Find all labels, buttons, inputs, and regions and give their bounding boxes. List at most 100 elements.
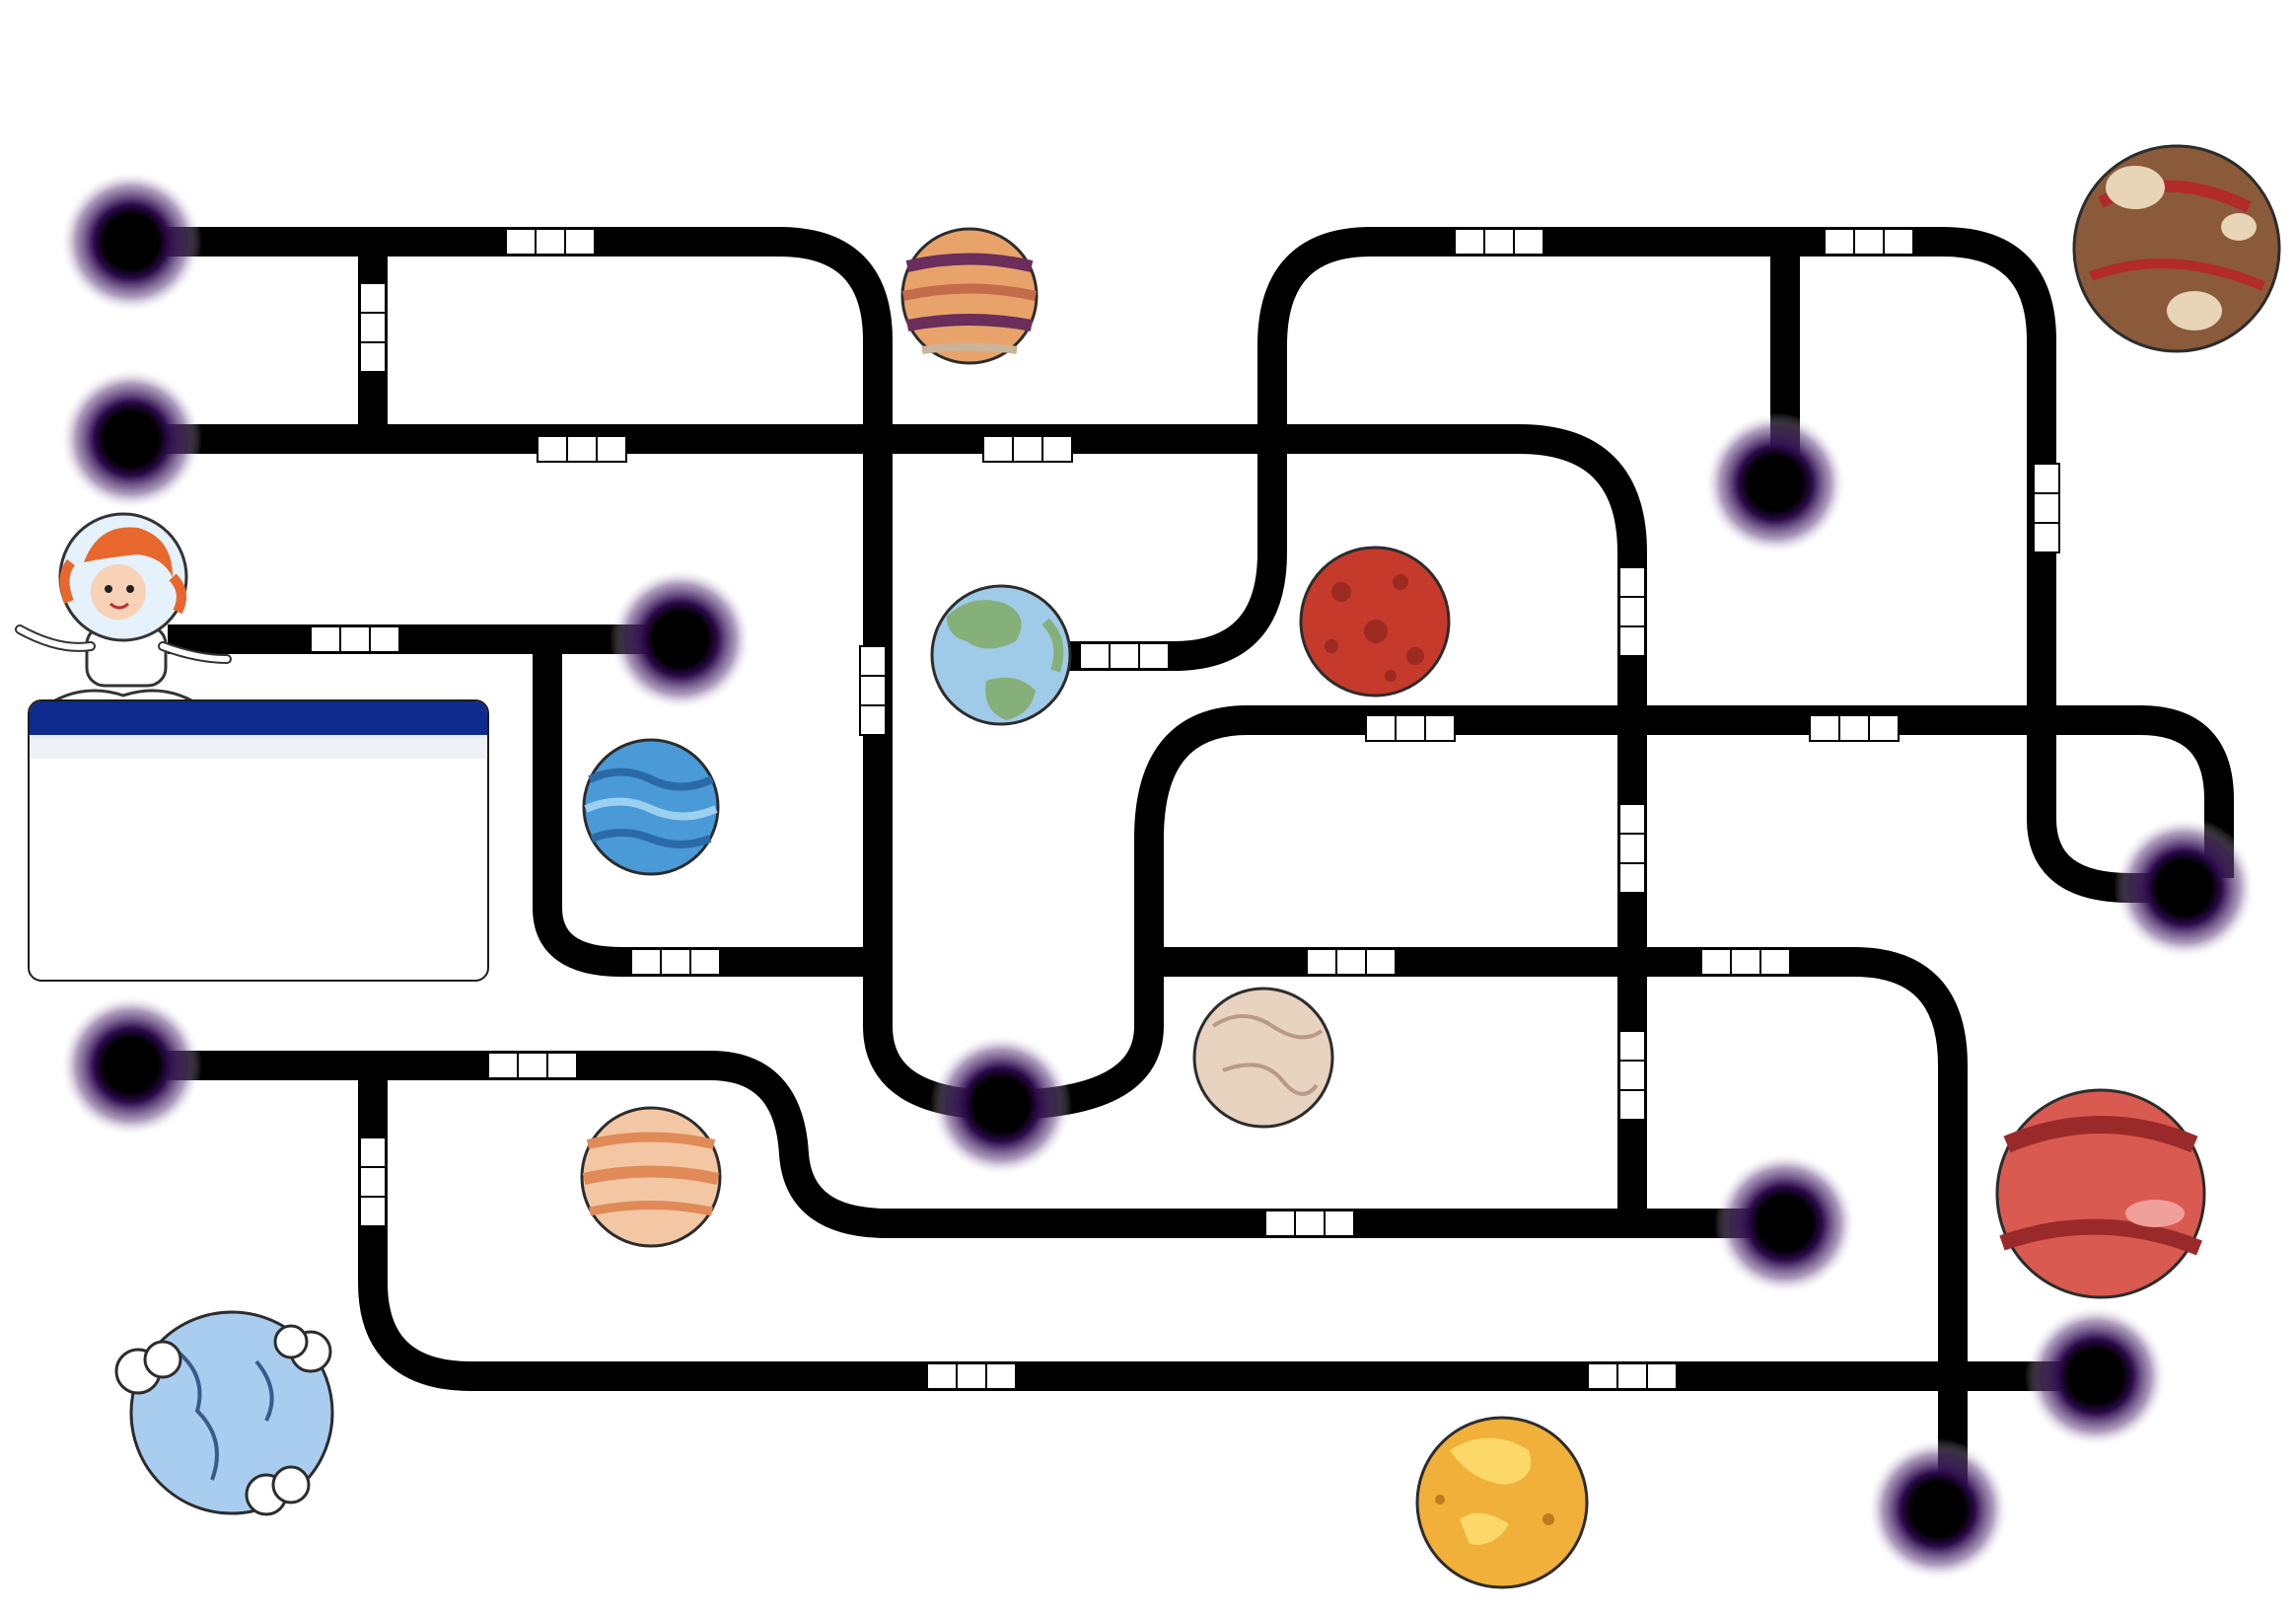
slot-cell[interactable] xyxy=(1868,714,1900,742)
slot-group[interactable] xyxy=(859,645,887,736)
slot-cell[interactable] xyxy=(1335,948,1367,976)
slot-cell[interactable] xyxy=(1730,948,1761,976)
slot-cell[interactable] xyxy=(596,435,627,463)
slot-cell[interactable] xyxy=(1264,1210,1296,1237)
slot-cell[interactable] xyxy=(1618,803,1646,835)
slot-group[interactable] xyxy=(359,282,387,373)
slot-cell[interactable] xyxy=(1365,948,1397,976)
black-holes xyxy=(60,171,2256,1580)
slot-group[interactable] xyxy=(1824,228,1914,256)
slot-cell[interactable] xyxy=(859,675,887,706)
slot-cell[interactable] xyxy=(1838,714,1870,742)
slot-group[interactable] xyxy=(1700,948,1791,976)
slot-cell[interactable] xyxy=(359,1196,387,1227)
slot-group[interactable] xyxy=(359,1137,387,1227)
slot-cell[interactable] xyxy=(2033,463,2060,494)
slot-cell[interactable] xyxy=(1079,642,1111,670)
slot-cell[interactable] xyxy=(2033,522,2060,553)
red-crater-planet-icon xyxy=(1299,546,1451,697)
slot-cell[interactable] xyxy=(1395,714,1426,742)
slot-cell[interactable] xyxy=(535,228,566,256)
slot-cell[interactable] xyxy=(1324,1210,1355,1237)
black-hole-1 xyxy=(60,171,202,313)
slot-cell[interactable] xyxy=(1012,435,1043,463)
slot-group[interactable] xyxy=(310,625,400,653)
slot-group[interactable] xyxy=(630,948,721,976)
slot-cell[interactable] xyxy=(505,228,537,256)
slot-group[interactable] xyxy=(1618,1030,1646,1121)
slot-group[interactable] xyxy=(1264,1210,1355,1237)
slot-cell[interactable] xyxy=(660,948,691,976)
slot-cell[interactable] xyxy=(359,282,387,314)
slot-cell[interactable] xyxy=(566,435,598,463)
slot-group[interactable] xyxy=(1618,566,1646,657)
slot-cell[interactable] xyxy=(564,228,596,256)
slot-cell[interactable] xyxy=(1618,596,1646,627)
slot-group[interactable] xyxy=(1454,228,1544,256)
slot-cell[interactable] xyxy=(630,948,662,976)
slot-cell[interactable] xyxy=(2033,492,2060,524)
slot-cell[interactable] xyxy=(956,1362,987,1390)
slot-cell[interactable] xyxy=(1646,1362,1678,1390)
slot-cell[interactable] xyxy=(517,1052,548,1079)
slot-cell[interactable] xyxy=(1853,228,1885,256)
slot-cell[interactable] xyxy=(1587,1362,1618,1390)
slot-groups xyxy=(310,228,2060,1390)
slot-cell[interactable] xyxy=(859,704,887,736)
slot-cell[interactable] xyxy=(1618,1060,1646,1091)
slot-cell[interactable] xyxy=(1618,833,1646,864)
slot-group[interactable] xyxy=(1618,803,1646,894)
answer-box-text[interactable] xyxy=(30,759,487,786)
slot-cell[interactable] xyxy=(546,1052,578,1079)
slot-group[interactable] xyxy=(926,1362,1017,1390)
slot-cell[interactable] xyxy=(1294,1210,1326,1237)
slot-cell[interactable] xyxy=(359,1166,387,1198)
slot-cell[interactable] xyxy=(689,948,721,976)
slot-cell[interactable] xyxy=(1618,625,1646,657)
slot-cell[interactable] xyxy=(1454,228,1485,256)
slot-cell[interactable] xyxy=(926,1362,958,1390)
slot-group[interactable] xyxy=(1079,642,1170,670)
slot-cell[interactable] xyxy=(1883,228,1914,256)
slot-cell[interactable] xyxy=(1759,948,1791,976)
slot-cell[interactable] xyxy=(1138,642,1170,670)
slot-cell[interactable] xyxy=(537,435,568,463)
slot-cell[interactable] xyxy=(339,625,371,653)
slot-cell[interactable] xyxy=(1618,1030,1646,1062)
slot-cell[interactable] xyxy=(1041,435,1073,463)
slot-cell[interactable] xyxy=(369,625,400,653)
slot-cell[interactable] xyxy=(1618,1089,1646,1121)
slot-cell[interactable] xyxy=(310,625,341,653)
slot-cell[interactable] xyxy=(1824,228,1855,256)
slot-group[interactable] xyxy=(1365,714,1456,742)
slot-group[interactable] xyxy=(487,1052,578,1079)
slot-group[interactable] xyxy=(537,435,627,463)
slot-cell[interactable] xyxy=(359,312,387,343)
planet-golden xyxy=(1415,1416,1589,1589)
slot-cell[interactable] xyxy=(1109,642,1140,670)
slot-cell[interactable] xyxy=(1618,862,1646,894)
slot-cell[interactable] xyxy=(487,1052,519,1079)
slot-cell[interactable] xyxy=(359,1137,387,1168)
slot-group[interactable] xyxy=(1306,948,1397,976)
slot-group[interactable] xyxy=(505,228,596,256)
slot-cell[interactable] xyxy=(1306,948,1337,976)
slot-cell[interactable] xyxy=(985,1362,1017,1390)
slot-cell[interactable] xyxy=(1483,228,1515,256)
slot-cell[interactable] xyxy=(1618,566,1646,598)
slot-cell[interactable] xyxy=(1616,1362,1648,1390)
slot-cell[interactable] xyxy=(1365,714,1397,742)
slot-group[interactable] xyxy=(982,435,1073,463)
answer-box[interactable] xyxy=(28,699,489,982)
slot-cell[interactable] xyxy=(859,645,887,677)
slot-cell[interactable] xyxy=(1513,228,1544,256)
slot-cell[interactable] xyxy=(359,341,387,373)
slot-cell[interactable] xyxy=(1424,714,1456,742)
slot-group[interactable] xyxy=(1587,1362,1678,1390)
slot-cell[interactable] xyxy=(1809,714,1840,742)
slot-cell[interactable] xyxy=(1700,948,1732,976)
slot-group[interactable] xyxy=(1809,714,1900,742)
slot-cell[interactable] xyxy=(982,435,1014,463)
slot-group[interactable] xyxy=(2033,463,2060,553)
